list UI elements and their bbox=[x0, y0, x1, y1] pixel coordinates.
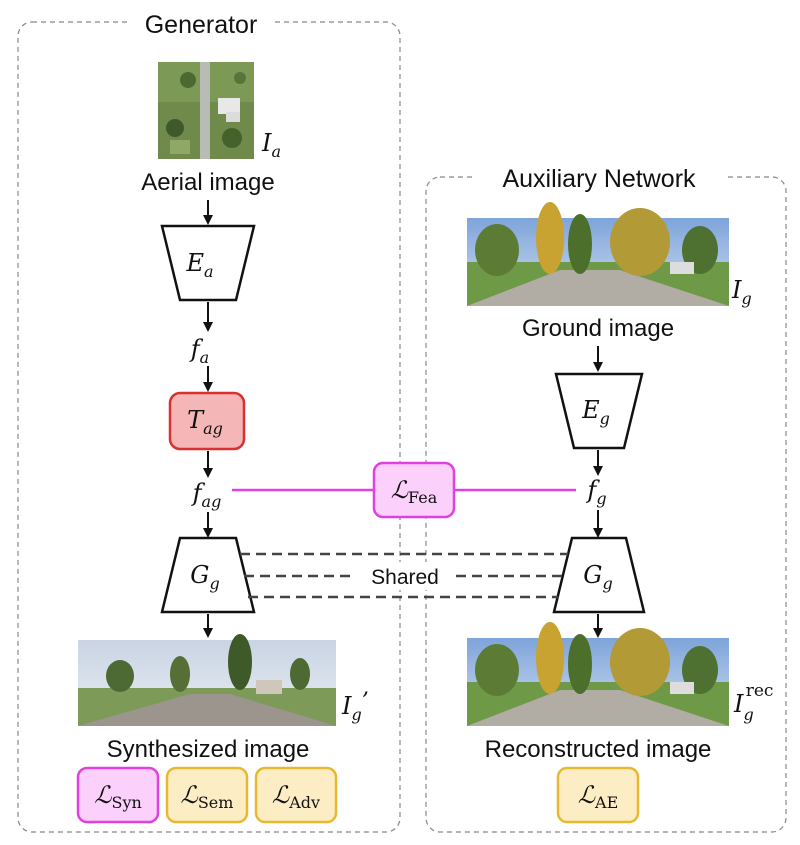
svg-text:Eg: Eg bbox=[581, 396, 610, 428]
loss-adv: ℒAdv bbox=[254, 766, 338, 824]
svg-text:Ia: Ia bbox=[261, 129, 281, 161]
synthesized-image-caption: Synthesized image bbox=[107, 736, 310, 763]
ground-image-caption: Ground image bbox=[522, 315, 674, 342]
generator-title: Generator bbox=[145, 11, 258, 39]
svg-text:fag: fag bbox=[191, 479, 222, 511]
loss-syn: ℒSyn bbox=[76, 766, 160, 824]
loss-sem: ℒSem bbox=[165, 766, 249, 824]
aerial-feature: fa bbox=[189, 335, 209, 367]
svg-text:ℒSyn: ℒSyn bbox=[94, 781, 142, 812]
aerial-image-symbol: Ia bbox=[261, 129, 281, 161]
generator-panel bbox=[17, 21, 401, 833]
generator-decoder: Gg bbox=[160, 536, 256, 614]
ground-image bbox=[467, 202, 729, 306]
svg-text:ℒSem: ℒSem bbox=[181, 781, 234, 812]
svg-text:Ig: Ig bbox=[731, 276, 752, 308]
reconstructed-image-caption: Reconstructed image bbox=[485, 736, 712, 763]
synthesized-image-symbol: Ig’ bbox=[341, 689, 369, 724]
svg-text:ℒFea: ℒFea bbox=[391, 476, 438, 507]
shared-weights-links bbox=[240, 552, 568, 599]
reconstructed-image-symbol: Igrec bbox=[733, 681, 773, 724]
aerial-image-caption: Aerial image bbox=[141, 169, 274, 196]
auxiliary-decoder: Gg bbox=[552, 536, 646, 614]
svg-text:ℒAE: ℒAE bbox=[578, 781, 619, 812]
ground-image-symbol: Ig bbox=[731, 276, 752, 308]
svg-text:fa: fa bbox=[189, 335, 209, 367]
aerial-encoder: Ea bbox=[160, 224, 256, 302]
ground-feature: fg bbox=[585, 476, 606, 508]
svg-text:Gg: Gg bbox=[190, 561, 219, 593]
reconstructed-image bbox=[467, 622, 729, 726]
svg-text:Gg: Gg bbox=[583, 561, 612, 593]
transformed-feature: fag bbox=[191, 479, 222, 511]
svg-text:ℒAdv: ℒAdv bbox=[272, 781, 320, 812]
shared-label: Shared bbox=[371, 566, 439, 589]
svg-text:Igrec: Igrec bbox=[733, 681, 773, 724]
loss-ae: ℒAE bbox=[556, 766, 640, 824]
synthesized-image bbox=[78, 634, 336, 726]
svg-text:fg: fg bbox=[585, 476, 606, 508]
transform-module: Tag bbox=[168, 391, 246, 451]
svg-text:Tag: Tag bbox=[187, 406, 223, 438]
aerial-image bbox=[158, 62, 254, 159]
auxiliary-network-title: Auxiliary Network bbox=[502, 165, 696, 193]
ground-encoder: Eg bbox=[554, 372, 644, 450]
loss-fea: ℒFea bbox=[372, 461, 456, 519]
svg-text:Ea: Ea bbox=[185, 249, 213, 281]
svg-text:Ig’: Ig’ bbox=[341, 689, 369, 724]
